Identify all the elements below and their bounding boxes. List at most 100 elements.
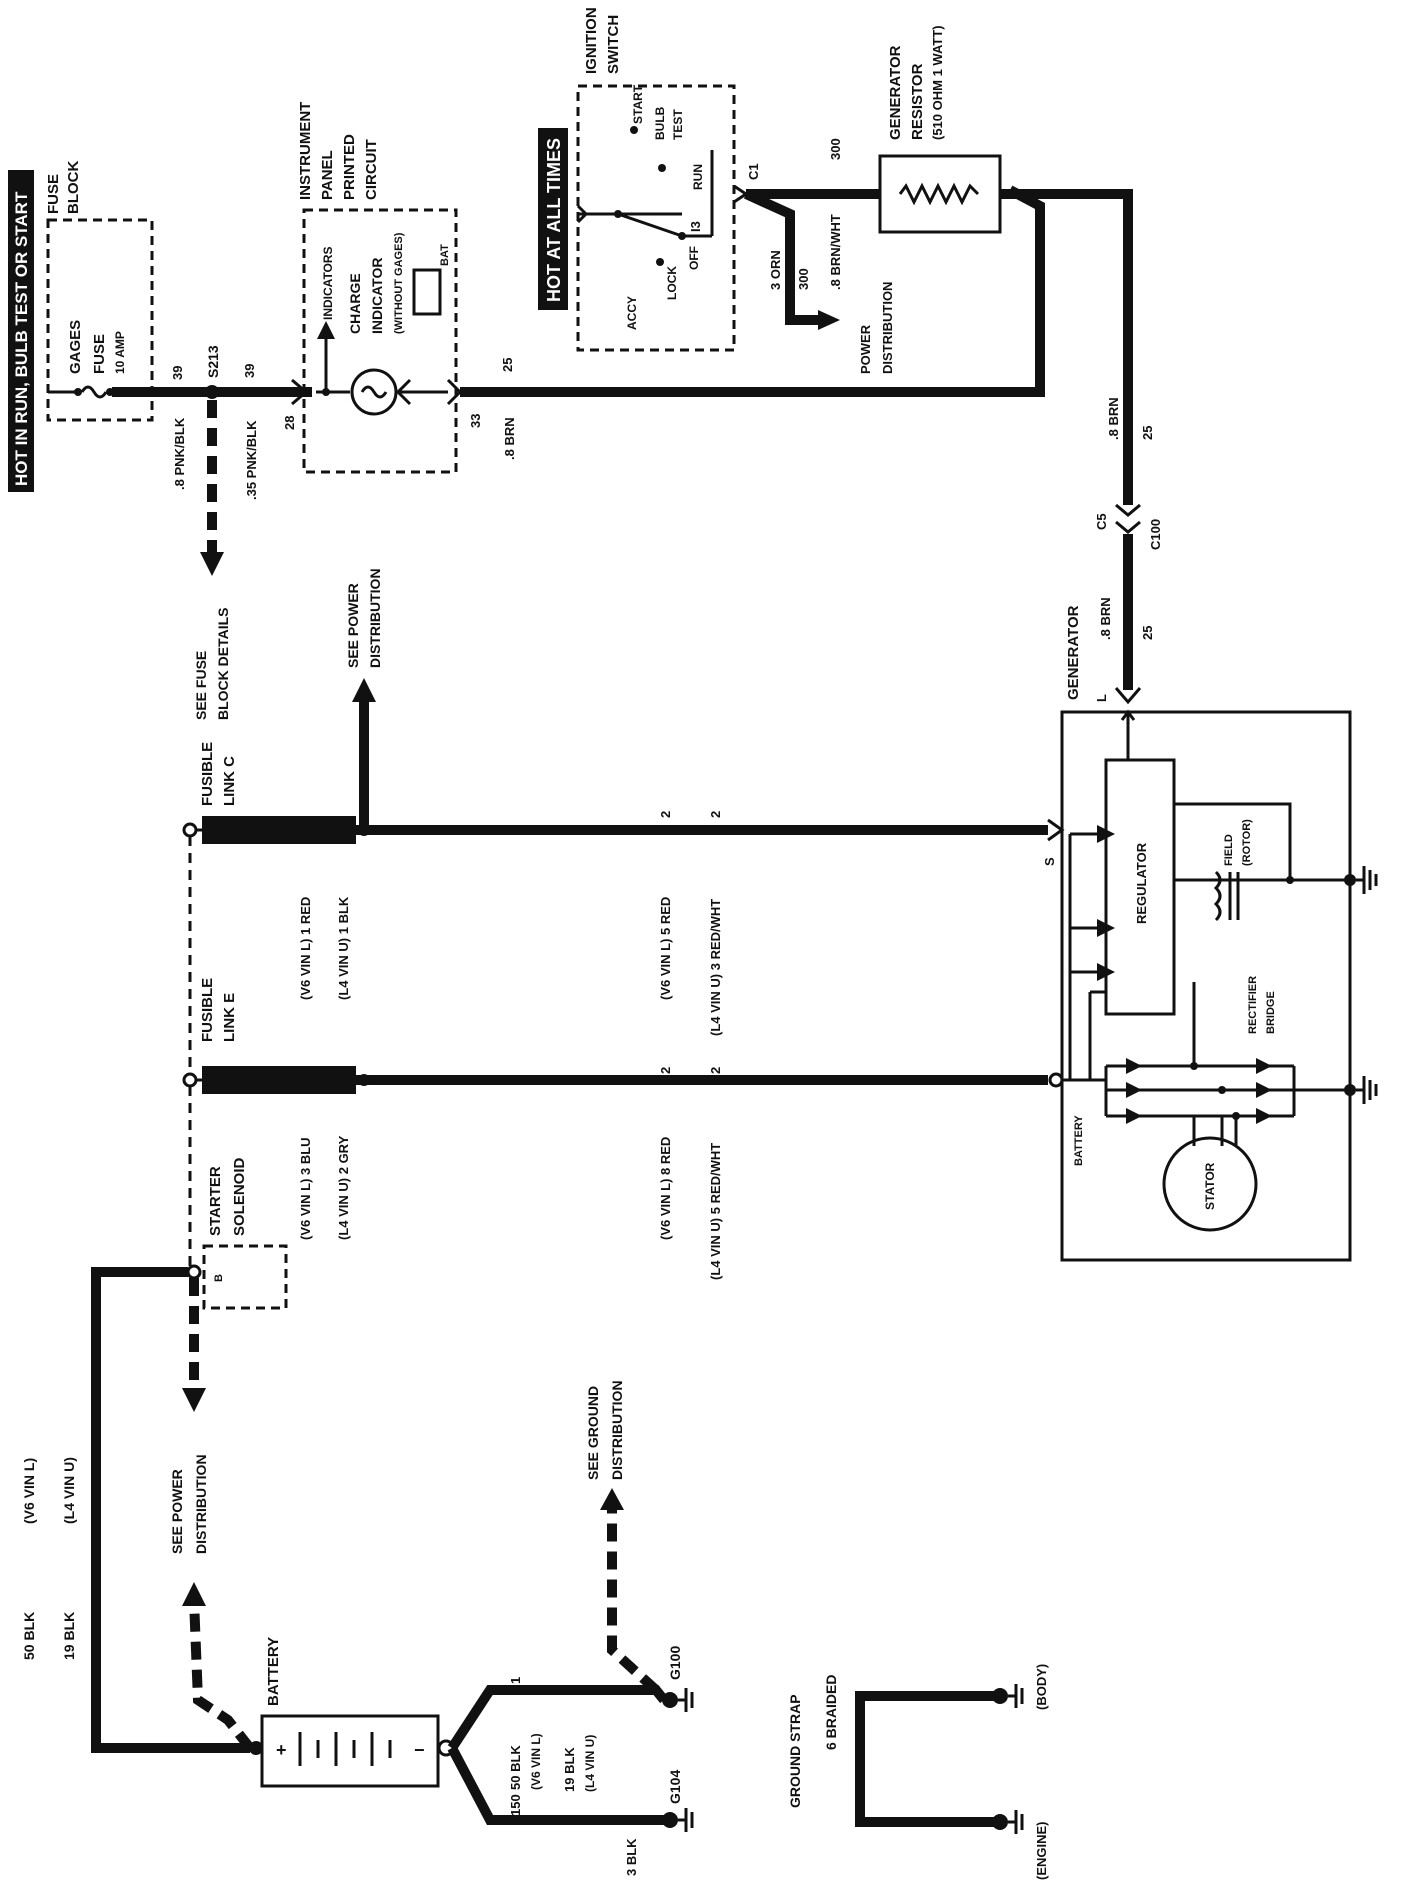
- connector-c100-labels: .8 BRN 25 C5 C100 .8 BRN 25: [1094, 397, 1163, 640]
- lock-label: LOCK: [665, 266, 679, 300]
- ground-note-l4: (L4 VIN U): [583, 1735, 597, 1792]
- link-c-circuit-b: 2: [708, 811, 723, 818]
- link-e-v6: (V6 VIN L) 3 BLU: [298, 1137, 313, 1240]
- link-c-title-2: LINK C: [221, 756, 238, 806]
- resistor-box: [878, 154, 1002, 234]
- fuse-terminal-dot: [74, 388, 82, 396]
- g104-ground-icon: [678, 1808, 694, 1832]
- see-ground-1: SEE GROUND: [585, 1386, 601, 1480]
- ignition-switch-blade: [617, 212, 683, 238]
- battery: BATTERY + −: [249, 1637, 455, 1788]
- c100-wire-1: .8 BRN: [1106, 397, 1121, 440]
- cable-gauge-l4: 19 BLK: [61, 1612, 77, 1660]
- terminal-s-icon: [1047, 818, 1065, 842]
- ignition-switch: IGNITION SWITCH START BULB TEST RUN OFF …: [576, 7, 895, 374]
- generator-ground-icon-1: [1356, 866, 1378, 894]
- ipc-title-4: CIRCUIT: [363, 139, 380, 200]
- resistor-icon: [898, 182, 980, 206]
- see-fuse-label-2: BLOCK DETAILS: [215, 607, 231, 720]
- s213-wire-b: .35 PNK/BLK: [244, 420, 259, 500]
- rectifier-diodes-icon: [1126, 1058, 1272, 1124]
- c100-circuit-2: 25: [1140, 626, 1155, 640]
- up-arrow-icon: [352, 678, 376, 702]
- starter-title: STARTER: [207, 1166, 224, 1236]
- see-power-top-1: SEE POWER: [345, 583, 361, 668]
- link-e-circuit-b: 2: [708, 1067, 723, 1074]
- fuse-label: FUSE: [91, 334, 108, 374]
- see-power-bottom-2: DISTRIBUTION: [193, 1454, 209, 1554]
- battery-plus-label: +: [276, 1740, 287, 1760]
- solenoid-outline: [202, 1244, 288, 1310]
- wire-3-orn-label: 3 ORN: [768, 250, 783, 290]
- see-fuse-label: SEE FUSE: [193, 651, 209, 720]
- fuse-circuit-39: 39: [170, 366, 185, 380]
- solenoid-title: SOLENOID: [231, 1157, 248, 1236]
- ignition-title-1: IGNITION: [583, 7, 600, 74]
- ignition-switch-outline: [576, 84, 736, 352]
- hot-at-all-times-banner: HOT AT ALL TIMES: [538, 128, 568, 310]
- ipc-title-1: INSTRUMENT: [297, 102, 314, 200]
- ground-labels: SEE GROUND DISTRIBUTION G100 G104 1 150 …: [508, 1380, 694, 1876]
- resistor-title-2: RESISTOR: [909, 63, 926, 140]
- s213-wire-a: .8 PNK/BLK: [172, 417, 187, 490]
- battery-box: [260, 1714, 440, 1788]
- link-c-wire-l4: (L4 VIN U) 3 RED/WHT: [708, 899, 723, 1036]
- fuse-icon: [80, 385, 108, 399]
- connector-28-icon: [291, 378, 309, 406]
- ipc-pin-33: 33: [468, 414, 483, 428]
- see-fuse-arrow-icon: [200, 552, 224, 576]
- g100-ground-icon: [678, 1688, 694, 1712]
- ground-circuit-1: 1: [508, 1677, 523, 1684]
- wire-3-orn: [743, 189, 820, 325]
- generator-resistor: GENERATOR RESISTOR (510 OHM 1 WATT): [878, 25, 1002, 234]
- ground-strap-title: GROUND STRAP: [787, 1694, 803, 1808]
- c1-label: C1: [746, 163, 761, 180]
- fuse-block: FUSE BLOCK GAGES FUSE 10 AMP 39: [45, 161, 185, 422]
- distribution-label: DISTRIBUTION: [880, 282, 895, 374]
- link-e-circuit-a: 2: [658, 1067, 673, 1074]
- wire-25-resistor-out: [1000, 189, 1133, 505]
- c100-connector-top-icon: [1115, 503, 1141, 517]
- ground-strap-engine: (ENGINE): [1034, 1822, 1049, 1881]
- fusible-link-c: FUSIBLE LINK C (V6 VIN L) 1 RED (L4 VIN …: [182, 742, 1048, 1036]
- instrument-panel-outline: [302, 208, 458, 474]
- link-c-wire-v6: (V6 VIN L) 5 RED: [658, 897, 673, 1000]
- stator-label: STATOR: [1203, 1162, 1217, 1210]
- circuit-300-a: 300: [796, 268, 811, 290]
- battery-cable: [91, 1267, 250, 1753]
- g100-label: G100: [667, 1646, 683, 1680]
- start-contact: [630, 126, 638, 134]
- ground-strap-wire: [855, 1691, 996, 1827]
- battery-title: BATTERY: [265, 1637, 282, 1706]
- see-power-bottom-1: SEE POWER: [169, 1469, 185, 1554]
- hot-in-run-banner: HOT IN RUN, BULB TEST OR START: [8, 170, 34, 492]
- link-e-title-2: LINK E: [221, 993, 238, 1042]
- hot-in-run-label: HOT IN RUN, BULB TEST OR START: [12, 191, 31, 486]
- link-e-l4: (L4 VIN U) 2 GRY: [336, 1135, 351, 1240]
- terminal-battery-icon: [1048, 1072, 1064, 1088]
- accy-label: ACCY: [625, 296, 639, 330]
- c100-wire-2: .8 BRN: [1098, 597, 1113, 640]
- instrument-panel-circuit: INSTRUMENT PANEL PRINTED CIRCUIT 28 INDI…: [282, 102, 517, 474]
- see-power-top-2: DISTRIBUTION: [367, 568, 383, 668]
- battery-cable-labels: 50 BLK 19 BLK (V6 VIN L) (L4 VIN U): [21, 1457, 77, 1660]
- without-gages-label: (WITHOUT GAGES): [393, 232, 405, 334]
- generator-box: [1060, 710, 1352, 1262]
- rotor-label: (ROTOR): [1241, 819, 1253, 866]
- see-power-distribution-top: SEE POWER DISTRIBUTION: [345, 568, 383, 830]
- g104-label: G104: [667, 1770, 683, 1804]
- ipc-pin-28: 28: [282, 416, 297, 430]
- regulator-label: REGULATOR: [1134, 842, 1149, 924]
- rectifier-label: RECTIFIER: [1247, 976, 1259, 1034]
- ground-cable-g100: [447, 1685, 668, 1751]
- strap-body-ground-icon: [1008, 1684, 1024, 1708]
- see-ground-branch: [607, 1500, 660, 1694]
- link-e-wire-l4: (L4 VIN U) 5 RED/WHT: [708, 1143, 723, 1280]
- s213-label: S213: [205, 345, 221, 378]
- g104-point: [662, 1812, 678, 1828]
- see-ground-2: DISTRIBUTION: [609, 1380, 625, 1480]
- g100-point: [662, 1692, 678, 1708]
- ground-strap: GROUND STRAP 6 BRAIDED (BODY) (ENGINE): [787, 1664, 1049, 1880]
- ground-note-v6: (V6 VIN L): [529, 1733, 543, 1790]
